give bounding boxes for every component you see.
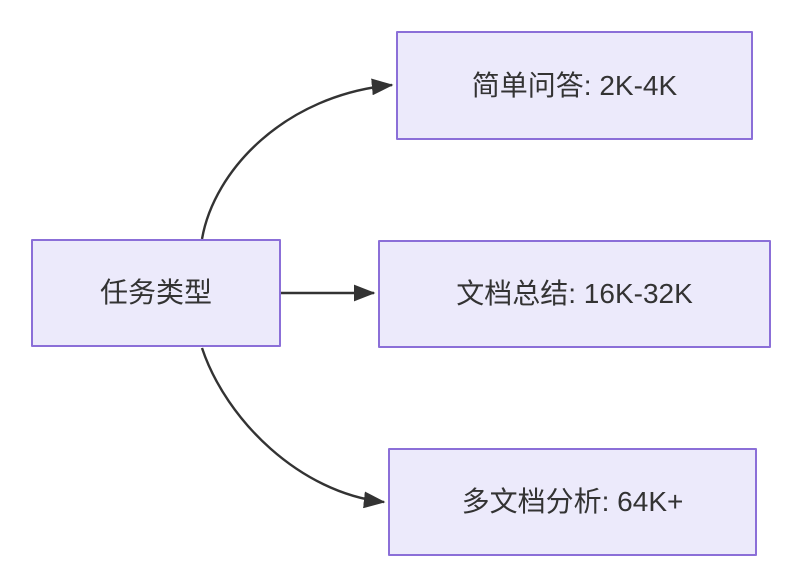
node-multi-document-analysis[interactable]: 多文档分析: 64K+ (388, 448, 757, 556)
node-document-summary[interactable]: 文档总结: 16K-32K (378, 240, 771, 348)
node-document-summary-label: 文档总结: 16K-32K (456, 278, 693, 310)
node-multi-document-analysis-label: 多文档分析: 64K+ (461, 486, 684, 518)
node-task-type[interactable]: 任务类型 (31, 239, 281, 347)
node-task-type-label: 任务类型 (99, 277, 212, 309)
edge-root-to-multi-doc (200, 347, 386, 509)
node-simple-qa-label: 简单问答: 2K-4K (471, 69, 678, 101)
node-simple-qa[interactable]: 简单问答: 2K-4K (396, 31, 753, 140)
edge-root-to-simple-qa (200, 78, 394, 240)
